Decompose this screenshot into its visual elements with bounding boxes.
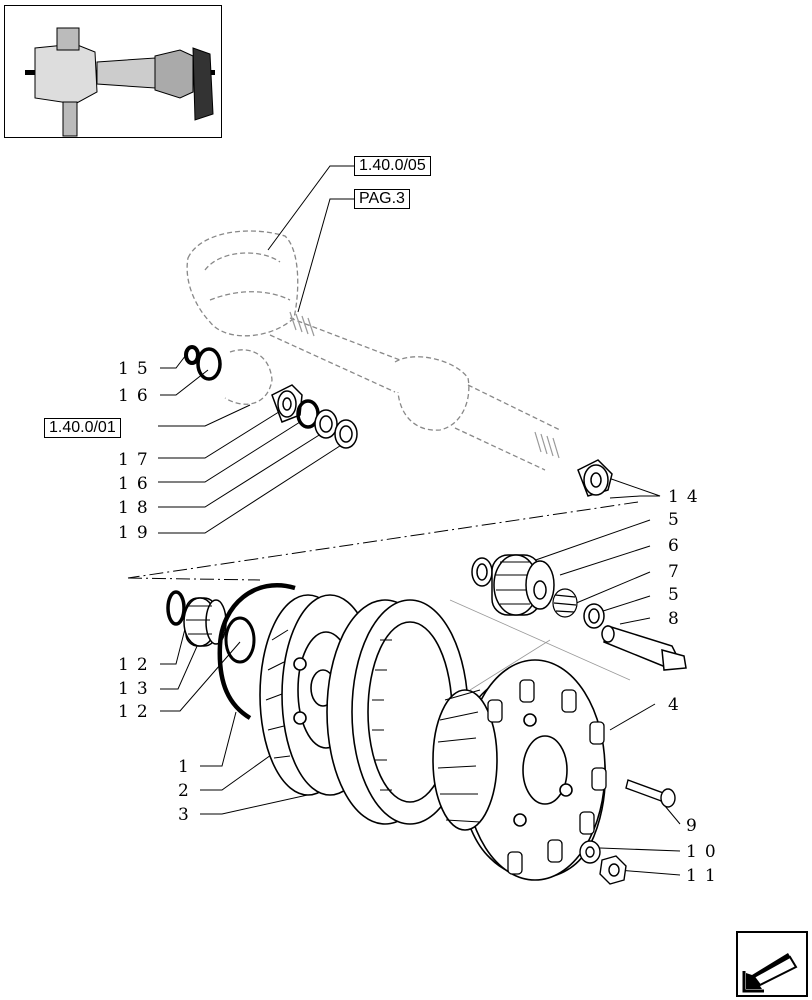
callout-10: 10	[686, 842, 724, 862]
callout-16: 16	[118, 386, 156, 406]
callout-4: 4	[668, 695, 687, 715]
axle-thumbnail-icon	[25, 27, 215, 137]
callout-9: 9	[686, 816, 705, 836]
snap-ring-12b	[224, 616, 256, 664]
carrier-slots	[487, 679, 607, 875]
leader-lines	[158, 165, 681, 876]
snap-ring-15	[184, 345, 200, 365]
callout-7: 7	[668, 562, 687, 582]
arrow-back-icon	[742, 953, 798, 993]
snap-ring-16	[196, 347, 222, 381]
snap-ring-12a	[166, 590, 186, 626]
bolt-9	[625, 779, 676, 808]
callout-15: 15	[118, 359, 156, 379]
nut-11	[599, 855, 627, 885]
ghost-shaft-splines	[289, 311, 560, 459]
snap-ring-1	[217, 583, 296, 720]
thin-guide-lines	[449, 599, 631, 691]
callout-16: 16	[118, 474, 156, 494]
callout-12: 12	[118, 655, 156, 675]
reference-box-top[interactable]: 1.40.0/05	[354, 156, 431, 176]
planet-carrier-4	[432, 659, 607, 881]
axle-assembly-thumbnail	[4, 5, 222, 138]
ring-18	[314, 409, 338, 439]
callout-3: 3	[178, 805, 197, 825]
bearing-14	[577, 459, 613, 497]
callout-5: 5	[668, 585, 687, 605]
callout-11: 11	[686, 866, 724, 886]
bearing-17	[271, 384, 303, 423]
pin-8	[601, 625, 687, 671]
callout-1: 1	[178, 757, 197, 777]
ghost-axle-housing	[186, 230, 561, 471]
washer-10	[579, 840, 601, 864]
reference-box-left[interactable]: 1.40.0/01	[44, 418, 121, 438]
planet-gear-6	[491, 554, 555, 616]
sun-gear-13	[183, 597, 227, 647]
callout-2: 2	[178, 781, 197, 801]
callout-19: 19	[118, 523, 156, 543]
ring-19	[334, 419, 358, 449]
back-nav-button[interactable]	[736, 931, 808, 997]
reference-box-page[interactable]: PAG.3	[354, 189, 410, 209]
callout-5: 5	[668, 510, 687, 530]
callout-18: 18	[118, 498, 156, 518]
callout-12: 12	[118, 702, 156, 722]
callout-17: 17	[118, 450, 156, 470]
callout-8: 8	[668, 609, 687, 629]
callout-6: 6	[668, 536, 687, 556]
ring-5b	[583, 603, 605, 629]
callout-14: 14	[668, 487, 706, 507]
dash-dot-guide-lines	[127, 501, 639, 581]
ring-5a	[471, 557, 493, 587]
needle-bearing-7	[552, 588, 578, 618]
callout-13: 13	[118, 679, 156, 699]
